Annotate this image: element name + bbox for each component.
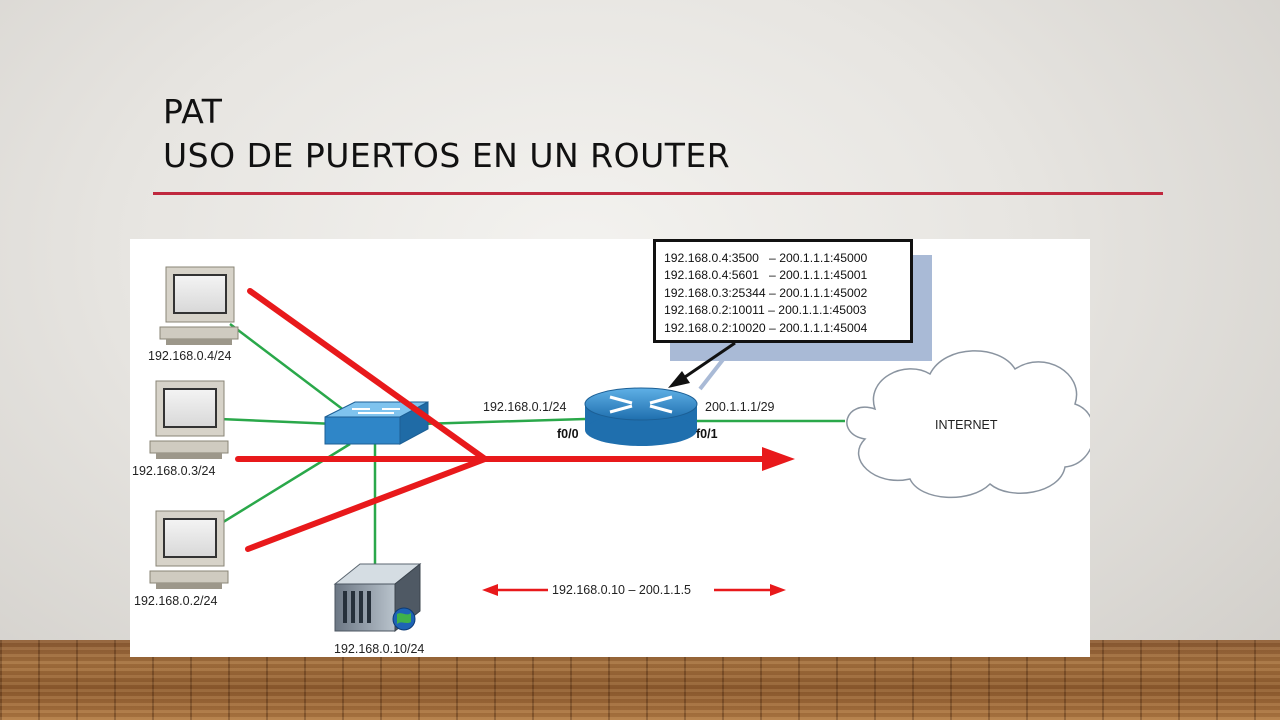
flow-line-pc1 (247, 288, 488, 462)
host-2-label: 192.168.0.3/24 (132, 464, 215, 478)
server-icon (333, 562, 422, 633)
router-outside-ip: 200.1.1.1/29 (705, 400, 775, 414)
network-diagram: INTERNET 192.168.0.4/24 192.168.0.3/24 1… (130, 239, 1090, 657)
nat-callout-shadow-pointer (698, 355, 727, 391)
pc-icon (149, 380, 229, 459)
nat-flow-arrows (235, 288, 773, 552)
nat-table-row: 192.168.0.4:5601 – 200.1.1.1:45001 (664, 268, 868, 283)
nat-callout-pointer (681, 341, 736, 381)
link-pc1-switch (229, 323, 346, 412)
slide-title-line-2: USO DE PUERTOS EN UN ROUTER (163, 136, 731, 175)
slide-title: PAT USO DE PUERTOS EN UN ROUTER (163, 90, 730, 178)
title-underline (153, 192, 1163, 195)
diagram-canvas: INTERNET 192.168.0.4/24 192.168.0.3/24 1… (132, 266, 1090, 656)
link-switch-router (419, 417, 586, 426)
router-outside-interface: f0/1 (696, 427, 718, 441)
host-1-label: 192.168.0.4/24 (148, 349, 231, 363)
switch-icon (324, 401, 429, 445)
slide-title-line-1: PAT (163, 92, 223, 131)
internet-cloud: INTERNET (846, 350, 1090, 499)
nat-translation-table: 192.168.0.4:3500 – 200.1.1.1:45000 192.1… (653, 239, 913, 343)
nat-table-row: 192.168.0.3:25344 – 200.1.1.1:45002 (664, 285, 868, 300)
flow-arrowhead (762, 447, 795, 471)
static-mapping-label: 192.168.0.10 – 200.1.1.5 (552, 583, 691, 597)
link-pc2-switch (219, 417, 336, 426)
router-icon (584, 387, 698, 446)
cloud-label: INTERNET (935, 418, 998, 432)
server-label: 192.168.0.10/24 (334, 642, 424, 656)
nat-table-row: 192.168.0.2:10020 – 200.1.1.1:45004 (664, 320, 868, 335)
pc-icon (149, 510, 229, 589)
router-inside-interface: f0/0 (557, 427, 579, 441)
static-mapping-arrow (482, 584, 786, 596)
network-links (219, 323, 845, 564)
router-inside-ip: 192.168.0.1/24 (483, 400, 566, 414)
flow-line-pc3 (245, 456, 488, 552)
host-3-label: 192.168.0.2/24 (134, 594, 217, 608)
nat-callout-pointer-head (668, 371, 690, 388)
nat-table-row: 192.168.0.4:3500 – 200.1.1.1:45000 (664, 251, 868, 265)
pc-icon (159, 266, 239, 345)
nat-table-row: 192.168.0.2:10011 – 200.1.1.1:45003 (664, 303, 867, 318)
